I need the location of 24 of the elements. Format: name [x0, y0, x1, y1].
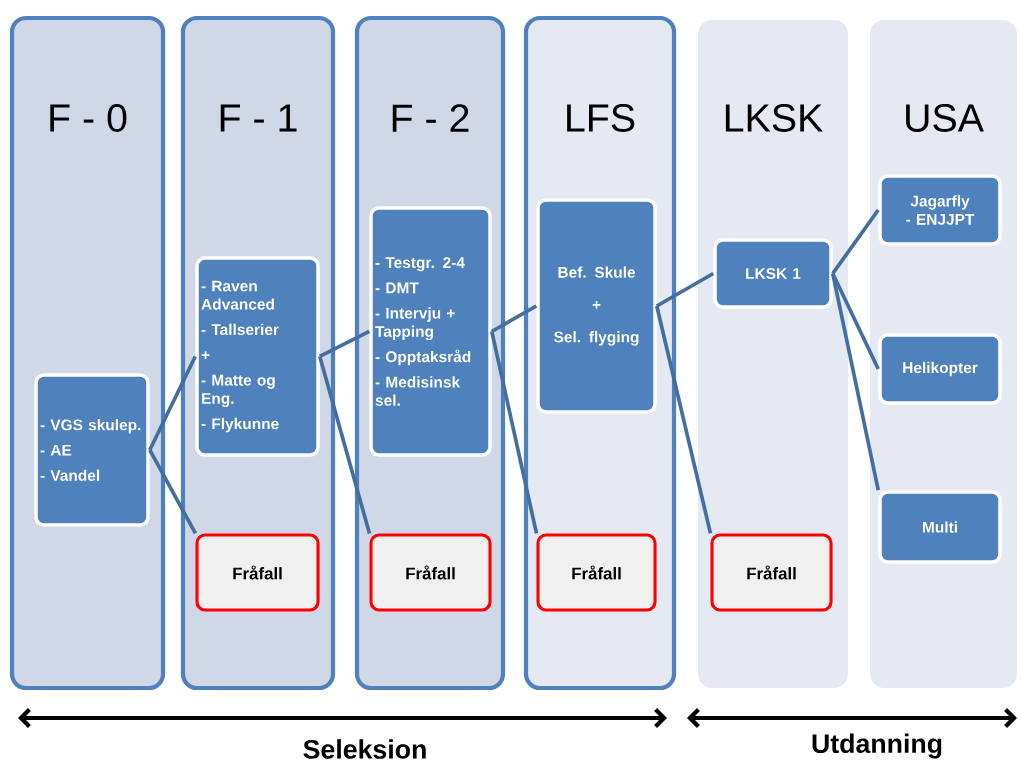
- step-box: LKSK 1: [713, 238, 833, 309]
- connector-line: [655, 305, 713, 534]
- step-box: Jagarfly - ENJJPT: [878, 174, 1002, 246]
- step-box: Bef. Skule + Sel. flyging: [536, 198, 657, 414]
- connector-line: [148, 355, 197, 451]
- connector-line: [490, 304, 538, 334]
- section-label: Seleksion: [303, 739, 426, 759]
- connector-line: [148, 449, 198, 535]
- dropout-box: Fråfall: [195, 533, 320, 612]
- step-box: Helikopter: [878, 333, 1002, 405]
- dropout-box: Fråfall: [710, 533, 833, 612]
- dropout-box: Fråfall: [369, 533, 492, 612]
- connector-line: [318, 356, 372, 534]
- step-box: Multi: [878, 490, 1002, 564]
- connector-line: [830, 273, 881, 491]
- section-label: Utdanning: [812, 733, 942, 759]
- step-box: - Raven Advanced - Tallserier + - Matte og Eng. - Flykunne: [195, 256, 320, 457]
- connector-line: [490, 331, 539, 534]
- connector-line: [655, 271, 715, 308]
- step-box: - Testgr. 2-4 - DMT - Intervju + Tapping - Opptaksråd - Medisinsk sel.: [369, 206, 492, 457]
- dropout-box: Fråfall: [536, 533, 657, 612]
- connector-line: [831, 208, 880, 275]
- step-box: - VGS skulep. - AE - Vandel: [34, 373, 150, 527]
- connector-line: [318, 329, 371, 359]
